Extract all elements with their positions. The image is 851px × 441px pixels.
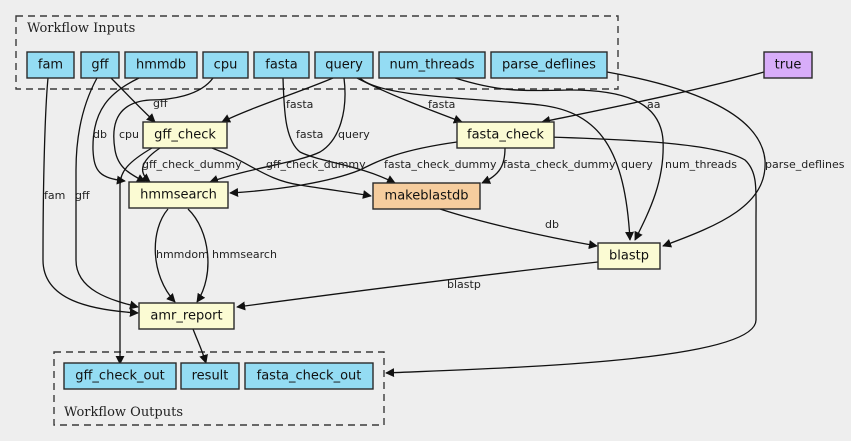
edge-label: fasta [286,98,313,111]
node-label: makeblastdb [385,189,469,204]
edge-hmmdb-hmmsearch[interactable] [92,77,140,185]
node-label: cpu [214,58,238,73]
edge-gff-amr-report[interactable] [75,77,139,310]
edge-fasta-check-out[interactable] [385,136,757,378]
edge-fasta-check-makeblastdb[interactable] [481,147,506,184]
node-label: fam [38,58,63,73]
edge-query-hmmsearch[interactable] [209,77,346,184]
node-label: gff [91,58,109,73]
node-label: hmmsearch [140,188,217,203]
node-label: blastp [609,249,649,264]
node-hmmsearch[interactable]: hmmsearch [128,181,229,209]
node-label: num_threads [389,58,474,73]
edge-label: query [338,128,370,141]
edge-num-threads-blastp[interactable] [454,77,664,241]
edge-true-fasta-check[interactable] [541,71,765,125]
edge-labels: gff fasta fasta aa db cpu fasta query gf… [44,97,845,291]
edge-label: fasta_check_dummy [503,158,616,171]
node-label: fasta_check_out [257,369,362,384]
node-fasta-check-out[interactable]: fasta_check_out [244,362,374,390]
edge-label: fasta_check_dummy [384,158,497,171]
edge-label: query [621,158,653,171]
workflow-outputs-label: Workflow Outputs [64,405,183,420]
edge-label: hmmdom [156,248,209,261]
edge-label: cpu [119,128,139,141]
edge-label: gff [153,97,168,110]
edge-query-blastp[interactable] [359,77,635,241]
edge-label: fasta [296,128,323,141]
edge-label: aa [647,98,660,111]
node-hmmdb[interactable]: hmmdb [124,51,198,79]
node-label: fasta_check [467,128,544,143]
node-label: gff_check_out [75,369,165,384]
node-label: query [325,58,363,73]
edge-label: db [93,128,107,141]
edge-hmmsearch-hmmdom[interactable] [154,208,176,303]
node-label: amr_report [150,309,222,324]
node-fasta-check[interactable]: fasta_check [456,121,555,149]
workflow-inputs-cluster: Workflow Inputs [15,15,619,90]
edge-label: fasta [428,98,455,111]
node-gff[interactable]: gff [80,51,120,79]
edge-parse-deflines-blastp[interactable] [606,71,766,248]
edge-label: num_threads [665,158,737,171]
edge-amr-report-result[interactable] [192,328,208,364]
node-fasta[interactable]: fasta [253,51,310,79]
node-blastp[interactable]: blastp [597,242,661,270]
node-label: parse_deflines [502,58,596,73]
node-amr-report[interactable]: amr_report [138,302,235,330]
edge-hmmsearch-hmmsearch[interactable] [187,208,209,303]
edge-label: parse_deflines [765,158,845,171]
node-gff-check[interactable]: gff_check [142,121,228,149]
node-parse-deflines[interactable]: parse_deflines [490,51,608,79]
node-label: fasta [265,58,297,73]
edge-label: db [545,218,559,231]
node-label: hmmdb [136,58,186,73]
node-result[interactable]: result [180,362,240,390]
edge-cpu-hmmsearch[interactable] [113,77,214,183]
node-makeblastdb[interactable]: makeblastdb [372,182,481,210]
workflow-inputs-label: Workflow Inputs [27,21,135,36]
node-fam[interactable]: fam [26,51,75,79]
node-label: true [775,58,802,73]
edge-label: gff_check_dummy [266,158,366,171]
edge-label: fam [44,189,65,202]
node-gff-check-out[interactable]: gff_check_out [63,362,177,390]
edge-query-gff-check[interactable] [221,77,334,123]
edge-label: hmmsearch [212,248,277,261]
edge-label: gff_check_dummy [142,158,242,171]
edge-makeblastdb-blastp[interactable] [439,208,598,250]
node-true[interactable]: true [763,51,813,79]
node-label: gff_check [154,128,216,143]
edge-fam-amr-report[interactable] [42,77,139,317]
node-cpu[interactable]: cpu [202,51,249,79]
workflow-outputs-cluster: Workflow Outputs [53,351,385,426]
edge-gff-gff-check[interactable] [110,77,156,123]
node-num-threads[interactable]: num_threads [378,51,486,79]
node-label: result [192,369,229,384]
edge-gff-check-out[interactable] [115,147,153,365]
edge-fasta-makeblastdb[interactable] [282,77,396,184]
edges [42,71,766,378]
edge-label: gff [75,189,90,202]
edge-blastp-amr-report[interactable] [236,261,599,311]
edge-gff-check-makeblastdb[interactable] [211,147,372,199]
node-query[interactable]: query [314,51,374,79]
edge-fasta-check-hmmsearch[interactable] [229,141,458,198]
edge-label: blastp [447,278,481,291]
edge-gff-check-hmmsearch[interactable] [140,147,161,183]
